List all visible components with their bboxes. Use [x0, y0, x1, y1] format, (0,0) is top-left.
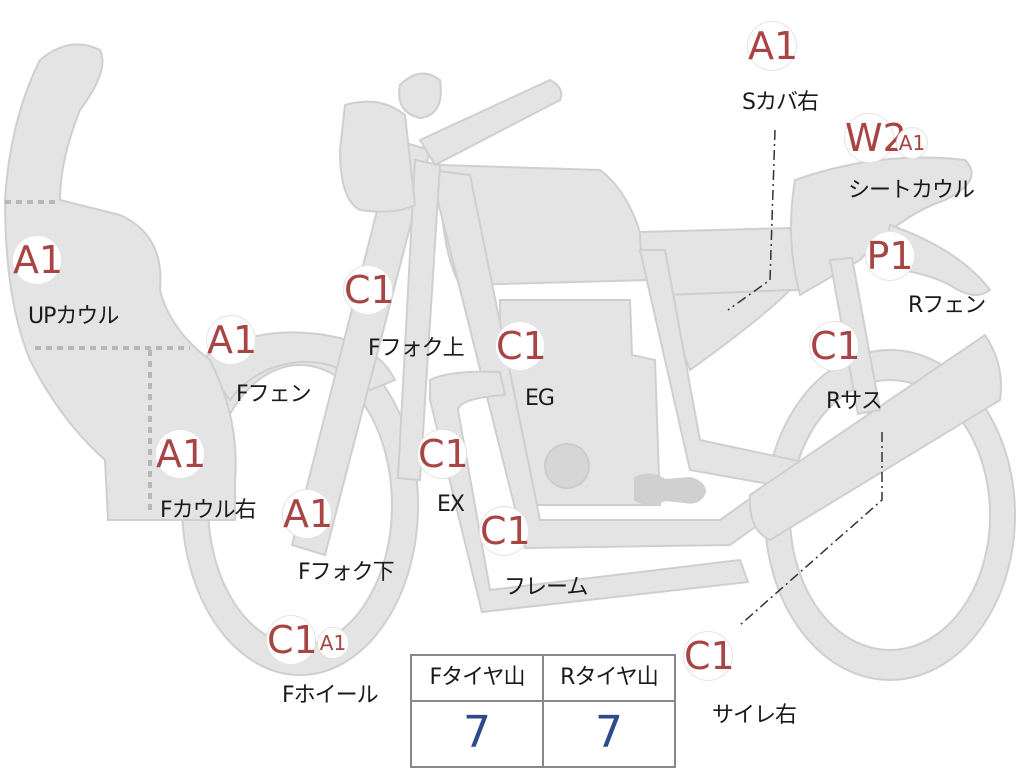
- label-r-suspension: Rサス: [826, 389, 883, 414]
- grade-badge-f-fork-lower: A1: [283, 490, 334, 538]
- label-f-fender: Fフェン: [236, 382, 312, 407]
- tire-tread-table: Fタイヤ山 Rタイヤ山 7 7: [410, 654, 676, 768]
- sub-grade-badge-f-wheel: A1: [318, 628, 348, 658]
- label-seat-cowl: シートカウル: [848, 178, 975, 203]
- grade-badge-r-fender: P1: [866, 232, 914, 280]
- tire-table-header-front: Fタイヤ山: [412, 656, 542, 702]
- grade-badge-f-fork-upper: C1: [344, 266, 395, 314]
- label-f-fork-upper: Fフォク上: [368, 336, 465, 361]
- mirror-shape: [398, 72, 442, 120]
- label-f-wheel: Fホイール: [282, 683, 379, 708]
- front-fork-rear-shape: [396, 158, 442, 482]
- s-cover-leader-line: [727, 129, 776, 311]
- label-s-cover-right: Sカバ右: [742, 90, 819, 115]
- tire-table-value-front: 7: [463, 707, 491, 758]
- label-f-cowl-right: Fカウル右: [160, 498, 257, 523]
- front-fork-shape: [290, 138, 432, 557]
- engine-case: [544, 443, 590, 489]
- grade-badge-f-fender: A1: [207, 316, 258, 364]
- handlebar-shape: [418, 78, 563, 167]
- tire-table-value-rear: 7: [595, 707, 623, 758]
- label-up-cowl: UPカウル: [28, 304, 119, 329]
- grade-badge-exhaust: C1: [418, 430, 469, 478]
- grade-badge-f-wheel: C1: [267, 616, 318, 664]
- grade-badge-engine: C1: [496, 322, 547, 370]
- grade-badge-seat-cowl: W2: [845, 114, 907, 162]
- tire-table-divider: [542, 656, 544, 766]
- exhaust-pipe-shape: [429, 370, 750, 614]
- label-engine: EG: [525, 386, 555, 411]
- sub-grade-badge-seat-cowl: A1: [897, 128, 927, 158]
- silencer-shape: [748, 333, 1002, 542]
- grade-badge-frame: C1: [480, 507, 531, 555]
- footpeg-shape: [634, 473, 707, 505]
- label-f-fork-lower: Fフォク下: [298, 560, 395, 585]
- side-cover-shape: [663, 288, 793, 372]
- grade-badge-s-cover-right: A1: [748, 22, 799, 70]
- grade-badge-f-cowl-right: A1: [156, 430, 207, 478]
- tire-table-header-rear: Rタイヤ山: [544, 656, 674, 702]
- grade-badge-r-suspension: C1: [810, 322, 861, 370]
- label-r-fender: Rフェン: [908, 293, 986, 318]
- label-exhaust: EX: [437, 492, 465, 517]
- rear-wheel: [764, 348, 1016, 682]
- grade-badge-silencer-right: C1: [684, 632, 735, 680]
- label-frame: フレーム: [504, 575, 588, 600]
- headlight-shape: [338, 100, 417, 213]
- label-silencer-right: サイレ右: [712, 703, 797, 728]
- silencer-leader-line: [739, 432, 883, 626]
- grade-badge-up-cowl: A1: [13, 236, 64, 284]
